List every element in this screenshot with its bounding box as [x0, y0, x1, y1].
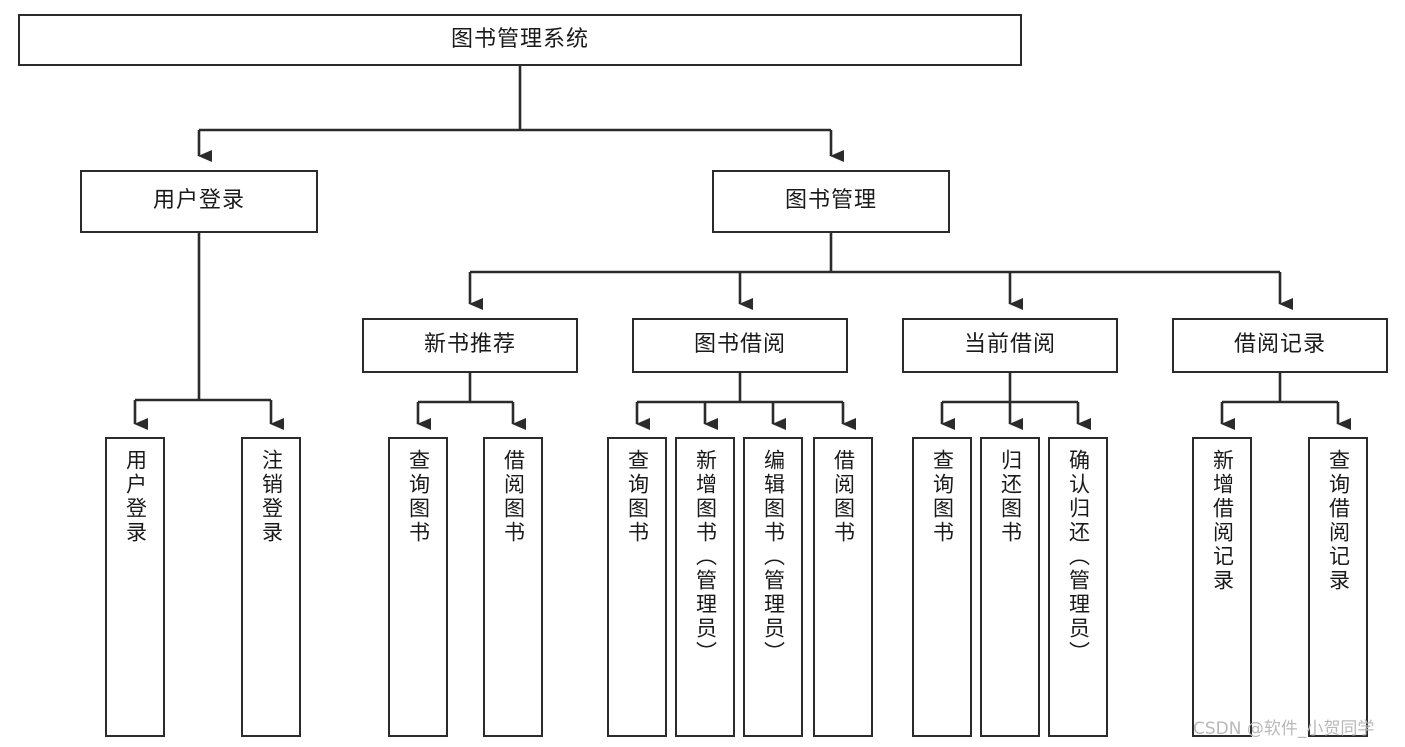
node-current-borrow[interactable]: 当前借阅: [902, 318, 1118, 373]
node-label: 确认归还（管理员）: [1066, 449, 1091, 665]
node-label: 新增借阅记录: [1210, 449, 1235, 593]
node-label: 新增图书（管理员）: [693, 449, 718, 665]
leaf-book-borrow-query-book[interactable]: 查询图书: [607, 437, 667, 737]
leaf-book-borrow-borrow-book[interactable]: 借阅图书: [813, 437, 873, 737]
node-label: 借阅记录: [1233, 332, 1326, 358]
node-label: 图书管理: [784, 188, 877, 214]
node-book-management[interactable]: 图书管理: [712, 170, 950, 233]
node-label: 用户登录: [152, 188, 245, 214]
node-new-book-recommend[interactable]: 新书推荐: [362, 318, 578, 373]
node-label: 借阅图书: [831, 449, 856, 545]
node-label: 图书管理系统: [450, 26, 589, 52]
leaf-current-borrow-return-book[interactable]: 归还图书: [980, 437, 1040, 737]
leaf-user-login-logout[interactable]: 注销登录: [241, 437, 301, 737]
node-label: 注销登录: [259, 449, 284, 545]
leaf-book-borrow-edit-book-admin[interactable]: 编辑图书（管理员）: [743, 437, 803, 737]
node-borrow-record[interactable]: 借阅记录: [1172, 318, 1388, 373]
node-label: 图书借阅: [693, 332, 786, 358]
leaf-new-book-query-book[interactable]: 查询图书: [388, 437, 448, 737]
leaf-current-borrow-confirm-return-admin[interactable]: 确认归还（管理员）: [1048, 437, 1108, 737]
node-label: 查询图书: [625, 449, 650, 545]
node-label: 编辑图书（管理员）: [761, 449, 786, 665]
node-root-book-management-system[interactable]: 图书管理系统: [18, 14, 1022, 66]
node-label: 查询图书: [406, 449, 431, 545]
leaf-book-borrow-add-book-admin[interactable]: 新增图书（管理员）: [675, 437, 735, 737]
csdn-watermark: CSDN @软件_小贺同学: [1193, 719, 1375, 739]
node-book-borrow[interactable]: 图书借阅: [632, 318, 848, 373]
node-user-login[interactable]: 用户登录: [80, 170, 318, 233]
node-label: 查询图书: [930, 449, 955, 545]
node-label: 查询借阅记录: [1326, 449, 1351, 593]
node-label: 借阅图书: [501, 449, 526, 545]
node-label: 用户登录: [123, 449, 148, 545]
leaf-current-borrow-query-book[interactable]: 查询图书: [912, 437, 972, 737]
node-label: 新书推荐: [423, 332, 516, 358]
node-label: 当前借阅: [963, 332, 1056, 358]
leaf-borrow-record-query-record[interactable]: 查询借阅记录: [1308, 437, 1368, 737]
leaf-user-login-login[interactable]: 用户登录: [105, 437, 165, 737]
leaf-new-book-borrow-book[interactable]: 借阅图书: [483, 437, 543, 737]
node-label: 归还图书: [998, 449, 1023, 545]
leaf-borrow-record-add-record[interactable]: 新增借阅记录: [1192, 437, 1252, 737]
